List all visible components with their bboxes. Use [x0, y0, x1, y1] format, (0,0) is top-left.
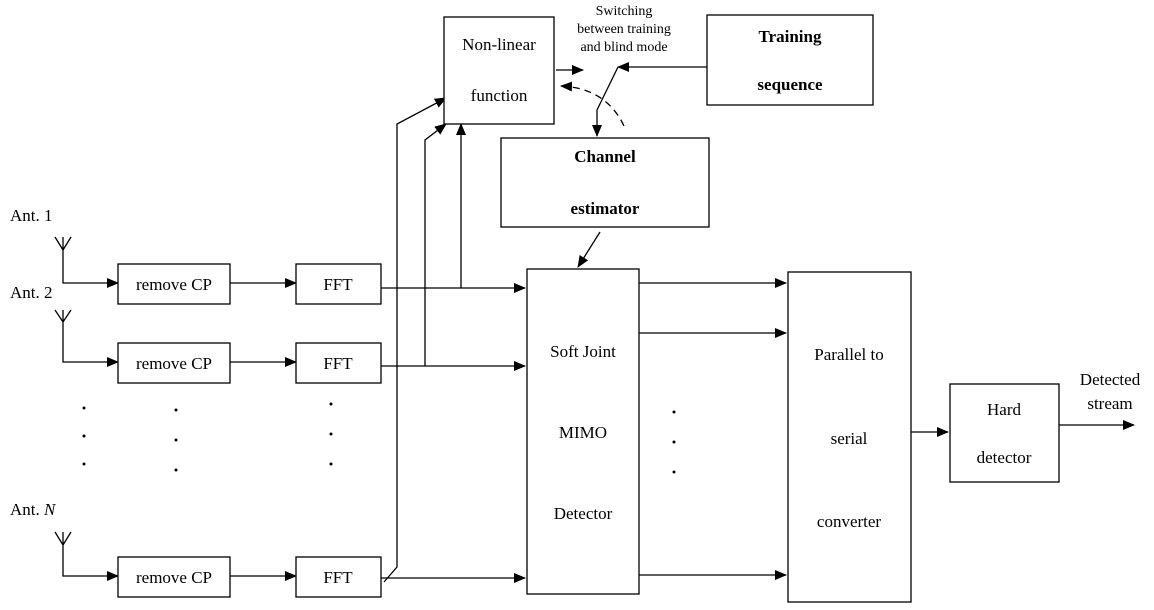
antenna-2: Ant. 2: [10, 283, 118, 362]
training-sequence-block: Training sequence: [706, 14, 874, 106]
antenna-2-icon: [54, 309, 118, 362]
svg-text:FFT: FFT: [323, 275, 353, 294]
antenna-2-label: Ant. 2: [10, 283, 53, 302]
remove-cp-block-1: remove CP: [117, 263, 231, 305]
parallel-to-serial-block: Parallel to serial converter: [787, 271, 912, 603]
antenna-1-label: Ant. 1: [10, 206, 53, 225]
fft-block-n: FFT: [295, 556, 382, 598]
svg-text:serial: serial: [831, 429, 868, 448]
antenna-n-label: Ant. N: [10, 500, 57, 519]
svg-text:stream: stream: [1087, 394, 1132, 413]
arrow-fft2-nonlinear: [424, 123, 447, 366]
svg-text:converter: converter: [817, 512, 882, 531]
svg-text:detector: detector: [977, 448, 1032, 467]
svg-text:remove CP: remove CP: [136, 354, 212, 373]
nonlinear-function-block: Non-linear function: [443, 16, 555, 125]
detected-stream-label: Detected stream: [1080, 370, 1141, 413]
svg-text:function: function: [471, 86, 528, 105]
svg-text:estimator: estimator: [571, 199, 640, 218]
ellipsis-dots: [82, 402, 676, 474]
svg-text:remove CP: remove CP: [136, 275, 212, 294]
svg-text:remove CP: remove CP: [136, 568, 212, 587]
switching-annotation: Switching between training and blind mod…: [577, 4, 671, 55]
antenna-1-icon: [54, 236, 118, 283]
svg-text:Hard: Hard: [987, 400, 1021, 419]
fft-block-2: FFT: [295, 342, 382, 384]
antenna-1: Ant. 1: [10, 206, 118, 283]
svg-text:FFT: FFT: [323, 568, 353, 587]
svg-text:Soft Joint: Soft Joint: [550, 342, 616, 361]
soft-joint-mimo-detector-block: Soft Joint MIMO Detector: [526, 268, 640, 595]
switch-mode-dashed-arrow: [560, 81, 625, 127]
antenna-n: Ant. N: [10, 500, 118, 576]
arrow-fftn-nonlinear: [383, 97, 447, 583]
svg-text:MIMO: MIMO: [559, 423, 607, 442]
switch-lever-to-estimator: [592, 66, 619, 137]
hard-detector-block: Hard detector: [949, 383, 1060, 483]
svg-text:Switching: Switching: [596, 4, 653, 19]
svg-text:Detector: Detector: [554, 504, 613, 523]
svg-text:Non-linear: Non-linear: [462, 35, 536, 54]
svg-text:between training: between training: [577, 22, 671, 37]
svg-text:FFT: FFT: [323, 354, 353, 373]
svg-text:Training: Training: [759, 27, 822, 46]
remove-cp-block-2: remove CP: [117, 342, 231, 384]
remove-cp-block-n: remove CP: [117, 556, 231, 598]
svg-text:sequence: sequence: [757, 75, 823, 94]
arrow-estimator-detector: [577, 231, 601, 268]
channel-estimator-block: Channel estimator: [500, 137, 710, 228]
svg-text:Detected: Detected: [1080, 370, 1141, 389]
svg-text:Channel: Channel: [574, 147, 636, 166]
svg-text:Parallel to: Parallel to: [814, 345, 883, 364]
fft-block-1: FFT: [295, 263, 382, 305]
antenna-n-icon: [54, 531, 118, 576]
svg-text:and blind mode: and blind mode: [580, 40, 667, 55]
